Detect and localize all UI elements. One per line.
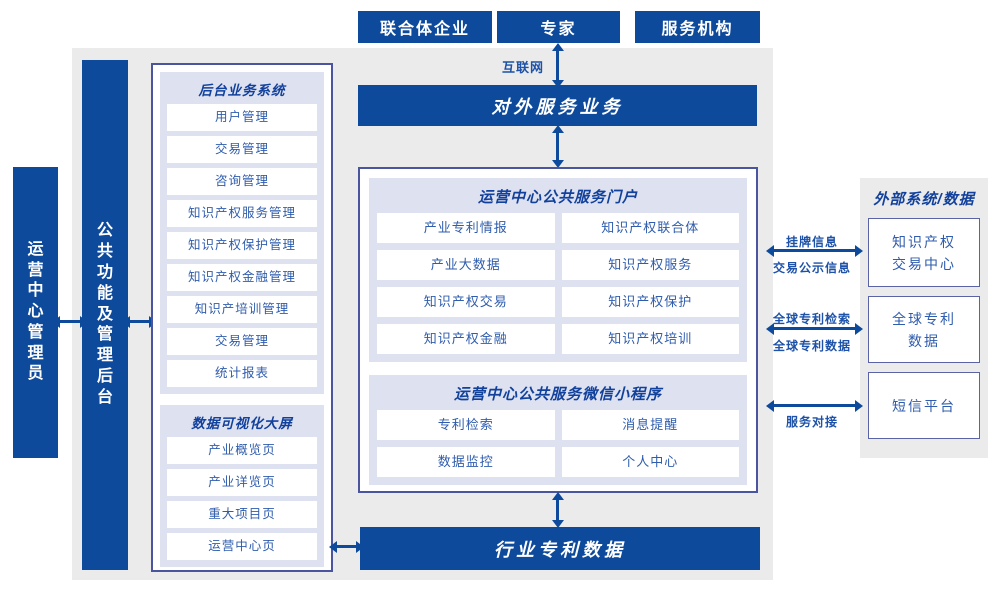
list-item: 知识产权服务管理: [167, 200, 317, 227]
grid-item: 数据监控: [377, 447, 555, 477]
grid-item: 产业大数据: [377, 250, 555, 280]
grid-item: 专利检索: [377, 410, 555, 440]
backend-system-list: 用户管理 交易管理 咨询管理 知识产权服务管理 知识产权保护管理 知识产权金融管…: [160, 104, 324, 394]
grid-item: 产业专利情报: [377, 213, 555, 243]
dashboard-list: 产业概览页 产业详览页 重大项目页 运营中心页: [160, 437, 324, 567]
list-item: 知识产权金融管理: [167, 264, 317, 291]
external-box-trade-center: 知识产权交易中心: [868, 218, 980, 287]
backend-system-title: 后台业务系统: [198, 83, 286, 98]
grid-item: 知识产权培训: [561, 324, 739, 354]
center-container: 运营中心公共服务门户 产业专利情报 知识产权联合体 产业大数据 知识产权服务 知…: [358, 167, 758, 493]
internet-label: 互联网: [501, 60, 544, 75]
rail-backend-management-label: 公共功能及管理后台: [97, 222, 114, 406]
link-label-global-patent-data: 全球专利数据: [772, 339, 851, 353]
grid-item: 知识产权保护: [561, 287, 739, 317]
list-item: 知识产权保护管理: [167, 232, 317, 259]
external-box-label: 全球专利数据: [892, 310, 956, 349]
dashboard-industry-arrow: [329, 540, 364, 553]
internet-arrow: [551, 43, 564, 88]
miniprogram-title: 运营中心公共服务微信小程序: [453, 386, 662, 403]
portal-link-arrow: [551, 125, 564, 168]
external-box-sms-platform: 短信平台: [868, 372, 980, 439]
external-service-bar: 对外服务业务: [358, 85, 757, 126]
external-box-label: 知识产权交易中心: [892, 233, 956, 272]
industry-data-bar: 行业专利数据: [360, 527, 760, 570]
portal-title: 运营中心公共服务门户: [477, 189, 638, 206]
actor-expert: 专家: [497, 11, 620, 43]
actor-consortium: 联合体企业: [358, 11, 492, 43]
link-label-service-docking: 服务对接: [785, 415, 838, 429]
grid-item: 知识产权服务: [561, 250, 739, 280]
list-item: 产业概览页: [167, 437, 317, 464]
rail-backend-management: 公共功能及管理后台: [82, 60, 128, 570]
list-item: 知识产培训管理: [167, 296, 317, 323]
dashboard-section: 数据可视化大屏 产业概览页 产业详览页 重大项目页 运营中心页: [160, 405, 324, 567]
miniprogram-grid: 专利检索 消息提醒 数据监控 个人中心: [369, 410, 747, 485]
backend-system-arrow: [122, 315, 157, 328]
list-item: 产业详览页: [167, 469, 317, 496]
list-item: 运营中心页: [167, 533, 317, 560]
industry-data-arrow: [551, 492, 564, 528]
rail-operation-admin-label: 运营中心管理员: [27, 240, 44, 383]
rail-operation-admin: 运营中心管理员: [13, 167, 58, 458]
backend-container: 后台业务系统 用户管理 交易管理 咨询管理 知识产权服务管理 知识产权保护管理 …: [151, 63, 333, 572]
grid-item: 知识产权联合体: [561, 213, 739, 243]
link-label-global-patent-search: 全球专利检索: [772, 312, 851, 326]
miniprogram-section: 运营中心公共服务微信小程序 专利检索 消息提醒 数据监控 个人中心: [369, 375, 747, 485]
list-item: 交易管理: [167, 136, 317, 163]
trade-center-arrow: [766, 244, 863, 257]
list-item: 用户管理: [167, 104, 317, 131]
global-patent-arrow: [766, 322, 863, 335]
grid-item: 个人中心: [561, 447, 739, 477]
list-item: 咨询管理: [167, 168, 317, 195]
grid-item: 知识产权金融: [377, 324, 555, 354]
actor-service-org: 服务机构: [635, 11, 760, 43]
list-item: 重大项目页: [167, 501, 317, 528]
external-panel-title: 外部系统/数据: [873, 191, 975, 208]
grid-item: 消息提醒: [561, 410, 739, 440]
grid-item: 知识产权交易: [377, 287, 555, 317]
external-box-global-patent-data: 全球专利数据: [868, 296, 980, 363]
backend-system-section: 后台业务系统 用户管理 交易管理 咨询管理 知识产权服务管理 知识产权保护管理 …: [160, 72, 324, 394]
link-label-listing-info: 挂牌信息: [785, 235, 838, 249]
list-item: 交易管理: [167, 328, 317, 355]
external-box-label: 短信平台: [892, 397, 956, 414]
link-label-trade-publicity: 交易公示信息: [772, 261, 851, 275]
dashboard-title: 数据可视化大屏: [191, 416, 293, 431]
portal-section: 运营中心公共服务门户 产业专利情报 知识产权联合体 产业大数据 知识产权服务 知…: [369, 178, 747, 362]
sms-platform-arrow: [766, 399, 863, 412]
portal-grid: 产业专利情报 知识产权联合体 产业大数据 知识产权服务 知识产权交易 知识产权保…: [369, 213, 747, 362]
list-item: 统计报表: [167, 360, 317, 387]
admin-backend-arrow: [52, 315, 88, 328]
